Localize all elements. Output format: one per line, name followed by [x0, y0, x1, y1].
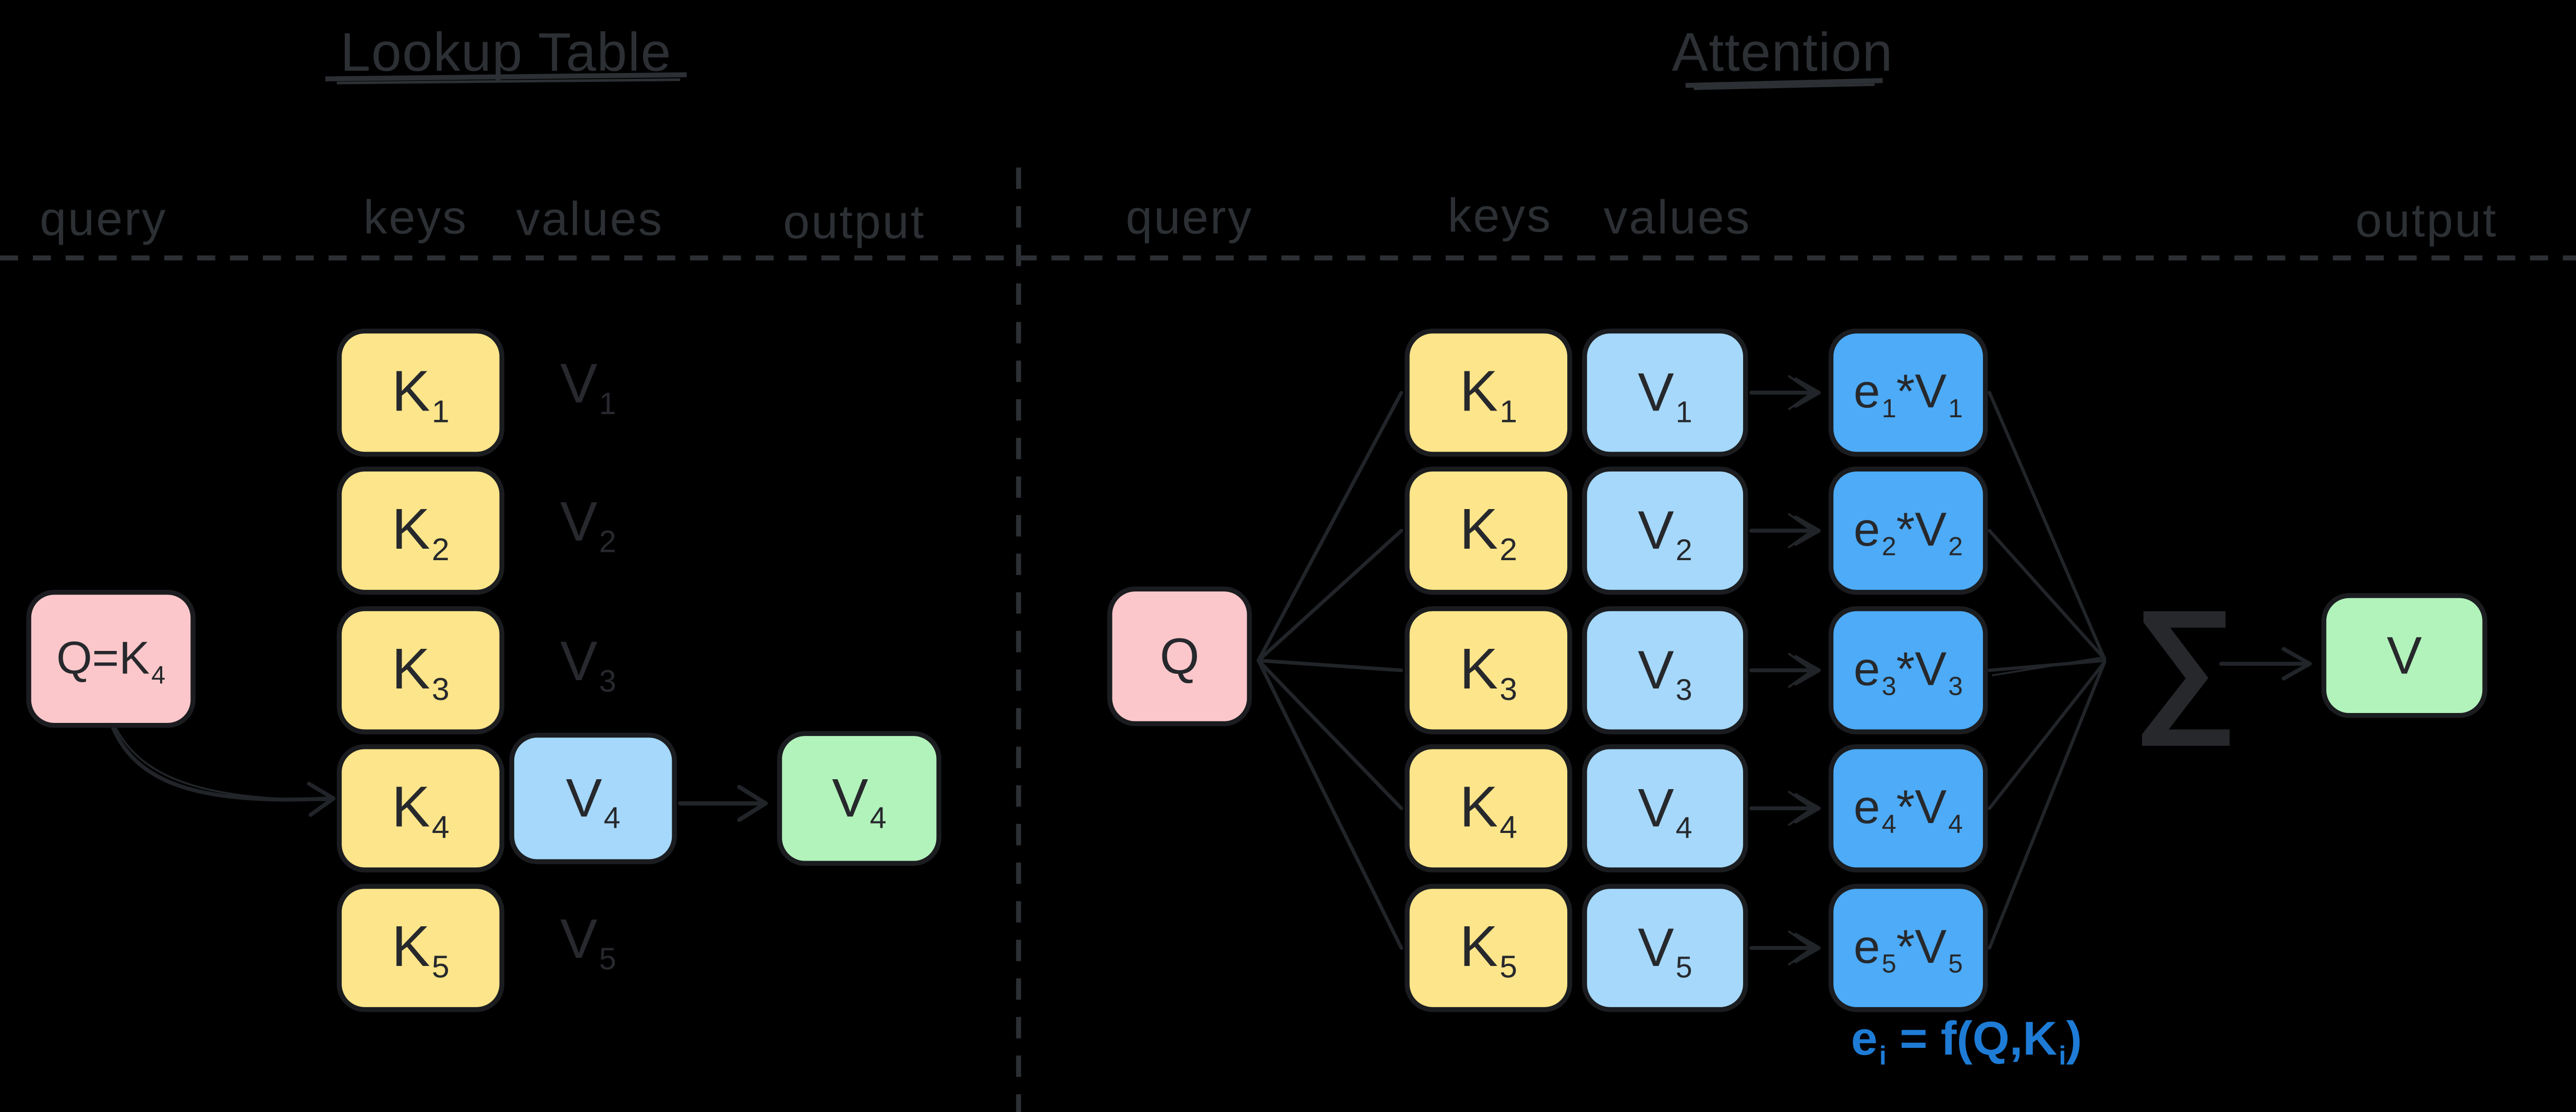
- left-header-output: output: [783, 197, 926, 250]
- lookup-title-underline: [325, 72, 687, 84]
- arrow-v4-to-output: [678, 784, 768, 822]
- left-header-values: values: [516, 194, 664, 247]
- arrows-values-to-weighted: [1749, 375, 1821, 966]
- arrow-query-to-k4: [110, 722, 336, 817]
- right-header-query: query: [1126, 192, 1253, 245]
- lookup-table-title: Lookup Table: [340, 21, 672, 82]
- right-header-output: output: [2355, 195, 2498, 248]
- right-header-values: values: [1603, 192, 1751, 245]
- right-output-box: V: [2321, 593, 2487, 718]
- right-query-box: Q: [1107, 586, 1252, 727]
- lines-weighted-to-sum: [1988, 391, 2107, 950]
- left-header-query: query: [40, 194, 167, 247]
- fan-lines-q-to-keys: [1256, 391, 1404, 950]
- arrow-sum-to-output: [2219, 647, 2312, 681]
- attention-title-underline: [1685, 78, 1883, 90]
- right-header-keys: keys: [1447, 190, 1553, 244]
- sum-symbol: ∑: [2132, 582, 2238, 746]
- attention-title: Attention: [1672, 21, 1893, 82]
- left-header-keys: keys: [363, 192, 468, 245]
